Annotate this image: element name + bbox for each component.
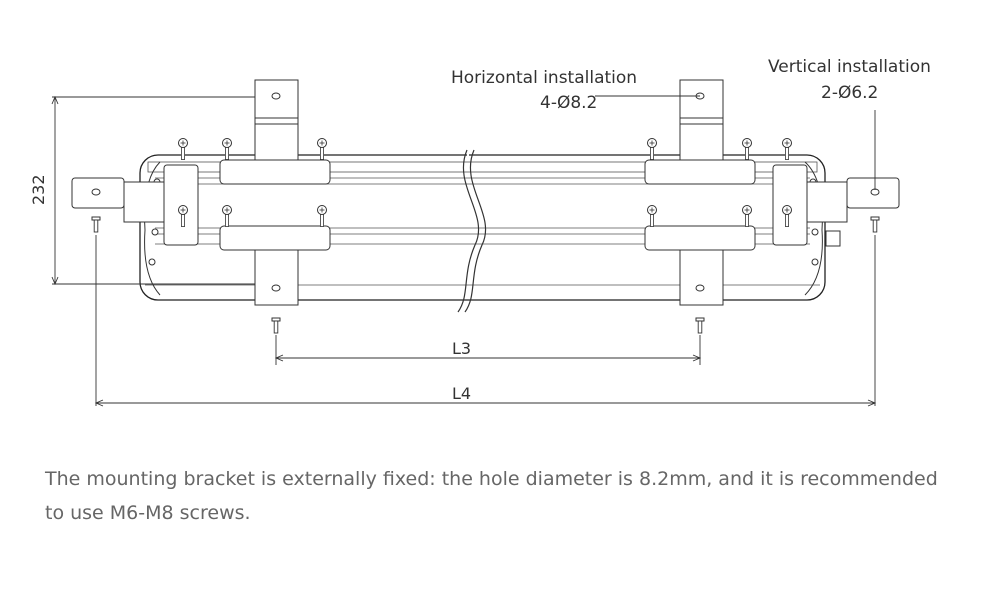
caption: The mounting bracket is externally fixed… [45, 462, 965, 530]
horizontal-brackets [254, 79, 724, 306]
l3-dimension-label: L3 [452, 339, 471, 358]
clamp-plates [219, 159, 756, 251]
dimension-lines [51, 95, 877, 407]
vertical-installation-spec: 2-Ø6.2 [821, 83, 878, 103]
caption-line-1: The mounting bracket is externally fixed… [45, 468, 938, 490]
caption-line-2: to use M6-M8 screws. [45, 502, 251, 524]
technical-drawing: Horizontal installation 4-Ø8.2 Vertical … [29, 57, 931, 407]
vertical-installation-label: Vertical installation [768, 57, 931, 77]
horizontal-installation-label: Horizontal installation [451, 68, 637, 88]
l4-dimension-label: L4 [452, 384, 471, 403]
vertical-brackets [71, 164, 900, 246]
horizontal-installation-spec: 4-Ø8.2 [540, 93, 597, 113]
height-dimension-label: 232 [29, 174, 48, 205]
